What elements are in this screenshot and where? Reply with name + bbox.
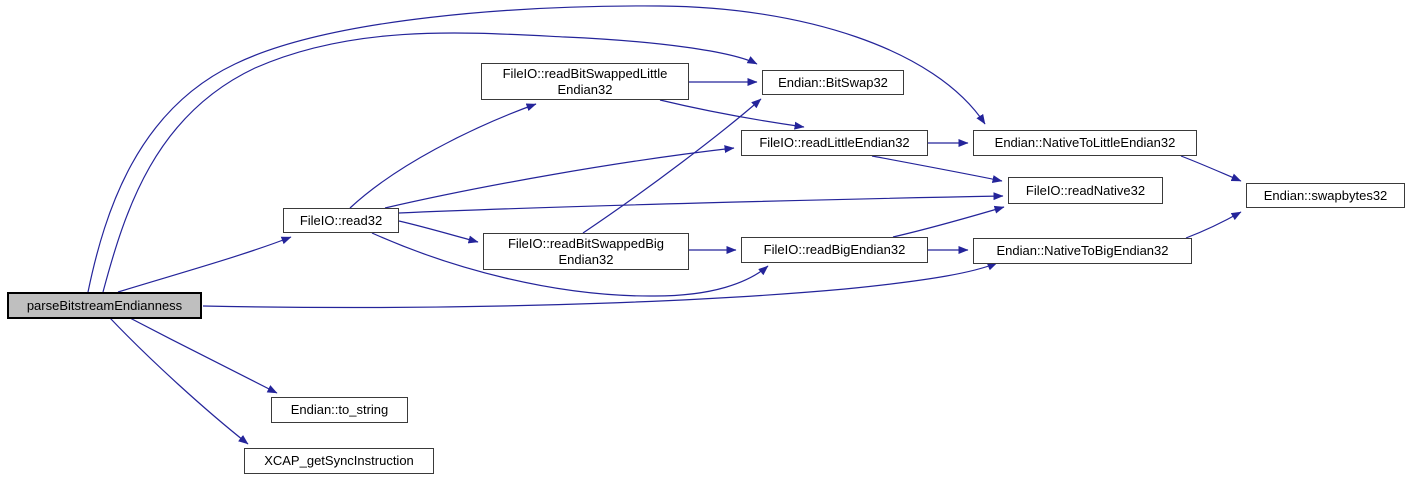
- node-Endian-BitSwap32[interactable]: Endian::BitSwap32: [762, 70, 904, 95]
- node-Endian-NativeToLittleEndian32[interactable]: Endian::NativeToLittleEndian32: [973, 130, 1197, 156]
- edge-parse-to-xcapgetsyncinstruction: [109, 317, 249, 445]
- edge-parse-to-nativetolittleendian32: [87, 5, 986, 293]
- node-parseBitstreamEndianness: parseBitstreamEndianness: [7, 292, 202, 319]
- node-Endian-NativeToBigEndian32[interactable]: Endian::NativeToBigEndian32: [973, 238, 1192, 264]
- edge-readbigendian32-to-readnative32: [892, 205, 1005, 238]
- edge-nativetobigendian32-to-swapbytes32: [1185, 211, 1242, 239]
- edge-readbitswappedbigendian32-to-bitswap32: [582, 98, 762, 234]
- edge-read32-to-readbitswappedbigendian32: [398, 220, 479, 244]
- edge-readlittleendian32-to-readnative32: [871, 155, 1003, 184]
- edge-read32-to-readbigendian32: [371, 232, 769, 297]
- edge-parse-to-tostring: [129, 317, 278, 394]
- node-FileIO-readBigEndian32[interactable]: FileIO::readBigEndian32: [741, 237, 928, 263]
- node-FileIO-readNative32[interactable]: FileIO::readNative32: [1008, 177, 1163, 204]
- node-XCAP_getSyncInstruction[interactable]: XCAP_getSyncInstruction: [244, 448, 434, 474]
- node-FileIO-read32[interactable]: FileIO::read32: [283, 208, 399, 233]
- node-FileIO-readLittleEndian32[interactable]: FileIO::readLittleEndian32: [741, 130, 928, 156]
- edge-read32-to-readnative32: [398, 192, 1004, 214]
- edge-parse-to-bitswap32: [102, 32, 758, 293]
- edge-parse-to-nativetobigendian32: [202, 262, 998, 309]
- edge-read32-to-readlittleendian32: [384, 145, 735, 209]
- node-Endian-swapbytes32[interactable]: Endian::swapbytes32: [1246, 183, 1405, 208]
- node-FileIO-readBitSwappedLittleEndian32[interactable]: FileIO::readBitSwappedLittle Endian32: [481, 63, 689, 100]
- edge-parse-to-read32: [117, 236, 292, 293]
- edge-readbitswappedlittleendian32-to-readlittleendian32: [659, 99, 805, 130]
- edge-nativetolittleendian32-to-swapbytes32: [1180, 155, 1242, 182]
- node-Endian-to_string[interactable]: Endian::to_string: [271, 397, 408, 423]
- node-FileIO-readBitSwappedBigEndian32[interactable]: FileIO::readBitSwappedBig Endian32: [483, 233, 689, 270]
- edge-read32-to-readbitswappedlittleendian32: [349, 103, 537, 209]
